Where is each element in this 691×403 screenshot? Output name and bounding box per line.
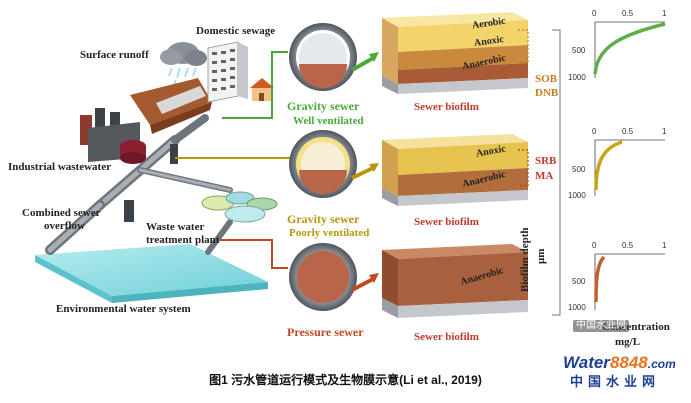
process-label-srb: SRB [535,155,557,167]
watermark-brand-water: Water [563,353,610,372]
chart1-xtick-1: 0.5 [622,9,634,18]
overflow-structure [124,200,134,222]
process-brackets [518,29,529,187]
main-sewer-pipe [45,114,233,255]
watermark-subtitle: 中国水业网 [570,375,661,390]
y-axis-label: Biofilm depth [519,227,531,292]
chart2-xtick-1: 0.5 [622,127,634,136]
sewer-title-well-ventilated: Gravity sewer [287,99,360,113]
biofilm-block-anaerobic [382,244,528,318]
connector-lines [175,51,292,269]
label-environmental-water-system: Environmental water system [56,303,191,315]
chart3-ytick-1: 1000 [568,303,586,312]
label-combined-sewer-overflow: Combined sewer [22,207,101,219]
profile-chart-1 [593,21,666,78]
chart1-ytick-0: 500 [572,46,586,55]
wechat-watermark: 中国水业网 [573,320,629,332]
watermark-logo: Water8848.com [563,354,676,371]
figure-caption: 图1 污水管道运行模式及生物膜示意(Li et al., 2019) [209,373,482,387]
sewer-cross-section-well-ventilated [289,23,357,91]
label-combined-sewer-overflow-line2: overflow [44,220,85,232]
x-axis-label: Concentration [602,321,670,333]
chart2-ytick-0: 500 [572,165,586,174]
chart3-ytick-0: 500 [572,277,586,286]
arrow-to-biofilm-icon [351,52,379,292]
watermark-brand-number: 8848 [609,353,648,372]
label-surface-runoff: Surface runoff [80,49,149,61]
runoff-terrain [130,78,212,134]
y-axis-unit: μm [535,248,547,264]
biofilm-block-aerobic-anoxic-anaerobic [382,12,528,94]
factory-icon [80,108,146,164]
treatment-plant-tanks [201,191,278,223]
label-industrial-wastewater: Industrial wastewater [8,161,111,173]
apartment-building-icon [207,41,248,103]
sewer-cross-section-poorly-ventilated [289,130,357,198]
x-axis-unit: mg/L [615,336,641,348]
sewer-title-pressure: Pressure sewer [287,325,364,339]
chart2-xtick-2: 1 [662,127,667,136]
biofilm-block-anoxic-anaerobic [382,134,528,206]
connector-well-ventilated [222,51,288,119]
junction-structure [170,144,178,164]
profile-bracket [552,29,561,316]
process-label-ma: MA [535,170,554,182]
biofilm-label-3: Sewer biofilm [414,331,479,343]
watermark-brand-domain: .com [647,357,676,371]
biofilm-label-1: Sewer biofilm [414,101,479,113]
sewer-subtitle-well-ventilated: Well ventilated [293,115,364,127]
chart1-xtick-2: 1 [662,9,667,18]
process-label-dnb: DNB [535,87,559,99]
environmental-water-slab [35,244,268,303]
house-icon [250,78,274,101]
sewer-cross-section-pressure [289,243,357,311]
profile-chart-2 [594,139,665,196]
profile-chart-3 [594,253,665,310]
connector-pressure [220,239,288,269]
chart3-xtick-1: 0.5 [622,241,634,250]
label-wwtp-line2: treatment plant [146,234,220,246]
chart3-xtick-2: 1 [662,241,667,250]
sewer-title-poorly-ventilated: Gravity sewer [287,212,360,226]
biofilm-label-2: Sewer biofilm [414,216,479,228]
chart3-xtick-0: 0 [592,241,597,250]
label-domestic-sewage: Domestic sewage [196,25,276,37]
chart2-ytick-1: 1000 [568,191,586,200]
rain-cloud-icon [160,42,207,89]
chart2-xtick-0: 0 [592,127,597,136]
chart1-xtick-0: 0 [592,9,597,18]
label-wwtp: Waste water [146,221,205,233]
process-label-sob: SOB [535,73,558,85]
sewer-subtitle-poorly-ventilated: Poorly ventilated [289,227,370,239]
chart1-ytick-1: 1000 [568,73,586,82]
